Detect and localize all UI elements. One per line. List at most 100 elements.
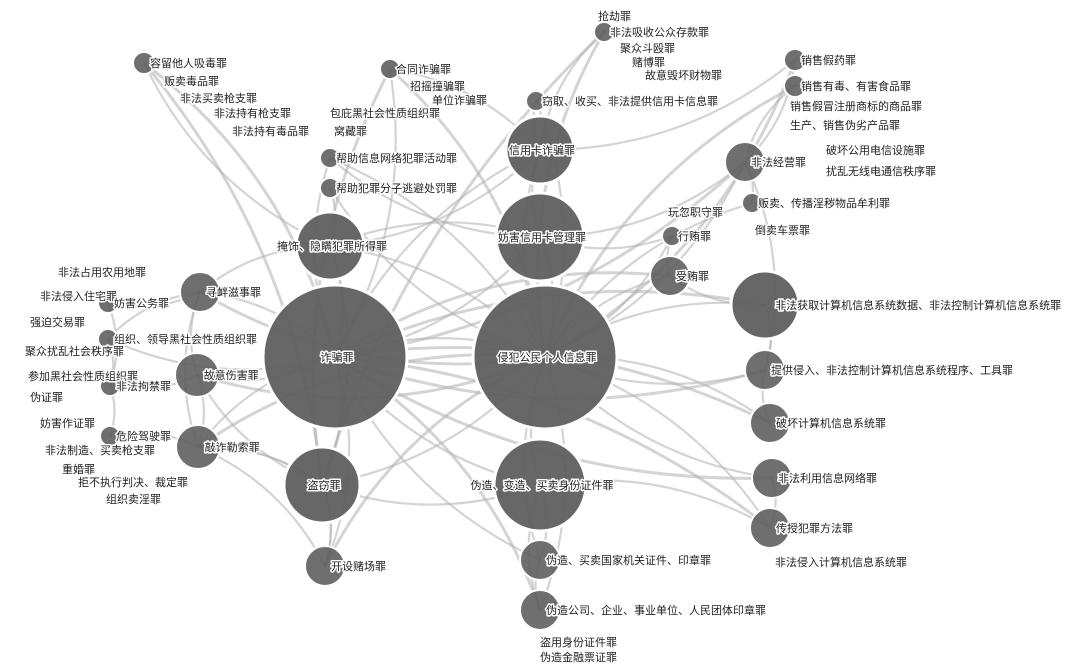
node-tigong-qinru[interactable] bbox=[744, 349, 786, 391]
label-shengchan-weilie: 生产、销售伪劣产品罪 bbox=[790, 118, 900, 132]
label-weizao-gongsi: 伪造公司、企业、事业单位、人民团体印章罪 bbox=[546, 603, 766, 617]
label-qiangjie: 抢劫罪 bbox=[598, 9, 631, 23]
label-feifa-zhanyong: 非法占用农用地罪 bbox=[58, 265, 146, 279]
label-feifa-zhizao-qiang: 非法制造、买卖枪支罪 bbox=[45, 443, 155, 457]
label-xiaoshou-jiamao: 销售假冒注册商标的商品罪 bbox=[790, 99, 922, 113]
label-raoluan-wuxian: 扰乱无线电通信秩序罪 bbox=[826, 164, 936, 178]
label-zuzhi-maiyin: 组织卖淫罪 bbox=[106, 492, 161, 506]
label-xinghui: 行贿罪 bbox=[678, 230, 711, 243]
label-daoqie: 盗窃罪 bbox=[308, 478, 341, 492]
label-fanmai-yinhui: 贩卖、传播淫秽物品牟利罪 bbox=[758, 196, 890, 210]
label-guyi-shanghai: 故意伤害罪 bbox=[204, 368, 259, 382]
node-xinghui[interactable] bbox=[661, 225, 683, 247]
node-chuanshou[interactable] bbox=[749, 507, 791, 549]
node-feifa-jujin[interactable] bbox=[99, 375, 121, 397]
label-feifa-maimai-qiang: 非法买卖枪支罪 bbox=[180, 91, 257, 105]
node-xiaoshou-jiayao[interactable] bbox=[783, 48, 807, 72]
node-weixian-jiashi[interactable] bbox=[99, 425, 121, 447]
label-feifa-xishou: 非法吸收公众存款罪 bbox=[610, 25, 709, 39]
label-xiaoshou-jiayao: 销售假药罪 bbox=[801, 53, 856, 67]
label-daoyong-shenfen: 盗用身份证件罪 bbox=[540, 635, 617, 649]
label-yanshi: 掩饰、隐瞒犯罪所得罪 bbox=[277, 239, 387, 253]
node-fanmai-yinhui[interactable] bbox=[741, 192, 763, 214]
label-wanhu: 玩忽职守罪 bbox=[668, 205, 723, 219]
node-xiaoshou-youdu[interactable] bbox=[783, 74, 807, 98]
node-zuzhi-lingdao-hei[interactable] bbox=[97, 328, 119, 350]
node-weizao-guojia[interactable] bbox=[519, 539, 561, 581]
node-shouhui[interactable] bbox=[649, 255, 691, 297]
label-feifa-chiyou-qiang: 非法持有枪支罪 bbox=[214, 106, 291, 120]
node-qiequ-xinyongka[interactable] bbox=[525, 90, 547, 112]
label-daomai-chepiao: 倒卖车票罪 bbox=[755, 223, 810, 237]
node-rongliu-xidu[interactable] bbox=[132, 51, 156, 75]
label-xinyongka-zhapian: 信用卡诈骗罪 bbox=[509, 143, 575, 157]
label-baobi-hei: 包庇黑社会性质组织罪 bbox=[330, 106, 440, 120]
label-bangzhu-xinxi: 帮助信息网络犯罪活动罪 bbox=[336, 151, 457, 165]
label-canjia-hei: 参加黑社会性质组织罪 bbox=[28, 369, 138, 383]
node-bangzhu-taobi[interactable] bbox=[319, 177, 341, 199]
label-feifa-jingying: 非法经营罪 bbox=[751, 155, 806, 169]
label-chuanshou: 传授犯罪方法罪 bbox=[776, 521, 853, 535]
label-qiequ-xinyongka: 窃取、收买、非法提供信用卡信息罪 bbox=[542, 94, 718, 108]
label-feifa-chiyou-dupin: 非法持有毒品罪 bbox=[232, 124, 309, 138]
edges-layer bbox=[106, 30, 797, 612]
node-yanshi[interactable] bbox=[294, 210, 366, 282]
label-danwei-zhapian: 单位诈骗罪 bbox=[432, 93, 487, 107]
node-xinyongka-zhapian[interactable] bbox=[504, 114, 576, 186]
label-bangzhu-taobi: 帮助犯罪分子逃避处罚罪 bbox=[336, 181, 457, 195]
label-jubu-zhixing: 拒不执行判决、裁定罪 bbox=[78, 475, 188, 489]
label-fanghai-gongwu: 妨害公务罪 bbox=[114, 296, 169, 310]
node-feifa-jingying[interactable] bbox=[724, 141, 766, 183]
node-fanghai-gongwu[interactable] bbox=[97, 292, 119, 314]
node-weizao-shenfen[interactable] bbox=[492, 437, 588, 533]
label-pohuai-dianxin: 破坏公用电信设施罪 bbox=[826, 143, 925, 157]
node-guyi-shanghai[interactable] bbox=[174, 352, 220, 398]
edge bbox=[743, 160, 777, 372]
label-feifa-qinru-zhuzhai: 非法侵入住宅罪 bbox=[40, 289, 117, 303]
nodes-layer bbox=[97, 21, 807, 631]
node-daoqie[interactable] bbox=[282, 445, 362, 525]
node-zhapian[interactable] bbox=[261, 283, 409, 431]
label-pohuai-jisuanji: 破坏计算机信息系统罪 bbox=[776, 416, 886, 430]
label-feifa-huoqu: 非法获取计算机信息系统数据、非法控制计算机信息系统罪 bbox=[775, 298, 1061, 312]
node-weizao-gongsi[interactable] bbox=[519, 589, 561, 631]
node-bangzhu-xinxi[interactable] bbox=[319, 147, 341, 169]
edge bbox=[538, 58, 797, 152]
label-weizao-jinrong: 伪造金融票证罪 bbox=[540, 650, 617, 664]
label-weixian-jiashi: 危险驾驶罪 bbox=[116, 429, 171, 443]
label-weizao-shenfen: 伪造、变造、买卖身份证件罪 bbox=[471, 478, 614, 492]
label-zhapian: 诈骗罪 bbox=[321, 350, 354, 364]
label-guyi-huihuai: 故意毁坏财物罪 bbox=[645, 68, 722, 82]
label-hetong-zhapian: 合同诈骗罪 bbox=[396, 62, 451, 76]
node-feifa-liyong[interactable] bbox=[751, 457, 793, 499]
label-weizao-guojia: 伪造、买卖国家机关证件、印章罪 bbox=[546, 553, 711, 567]
label-weizheng: 伪证罪 bbox=[30, 391, 63, 404]
label-feifa-qinru: 非法侵入计算机信息系统罪 bbox=[775, 555, 907, 569]
node-kaishe-duchang[interactable] bbox=[304, 545, 346, 587]
label-rongliu-xidu: 容留他人吸毒罪 bbox=[150, 56, 227, 70]
label-fanghai-zuozheng: 妨害作证罪 bbox=[40, 416, 95, 430]
node-feifa-xishou[interactable] bbox=[593, 21, 615, 43]
label-qiangpo-jiaoyi: 强迫交易罪 bbox=[30, 315, 85, 329]
label-juzhong-raoluan: 聚众扰乱社会秩序罪 bbox=[25, 344, 124, 358]
label-zhaoyao: 招摇撞骗罪 bbox=[410, 79, 465, 93]
node-pohuai-jisuanji[interactable] bbox=[749, 402, 791, 444]
label-kaishe-duchang: 开设赌场罪 bbox=[331, 559, 386, 573]
node-feifa-huoqu[interactable] bbox=[729, 269, 801, 341]
label-zuzhi-lingdao-hei: 组织、领导黑社会性质组织罪 bbox=[114, 332, 257, 346]
node-xunxin[interactable] bbox=[179, 271, 221, 313]
label-qinfan-geren: 侵犯公民个人信息罪 bbox=[498, 350, 597, 364]
node-hetong-zhapian[interactable] bbox=[379, 58, 401, 80]
label-fanmai-dupin: 贩卖毒品罪 bbox=[164, 75, 219, 88]
node-qiaozha[interactable] bbox=[175, 424, 221, 470]
label-shouhui: 受贿罪 bbox=[676, 270, 709, 283]
label-feifa-liyong: 非法利用信息网络罪 bbox=[778, 471, 877, 485]
label-xunxin: 寻衅滋事罪 bbox=[206, 286, 261, 299]
node-qinfan-geren[interactable] bbox=[471, 283, 619, 431]
label-fanghai-xinyongka: 妨害信用卡管理罪 bbox=[498, 230, 586, 244]
label-juzhong-dou: 聚众斗殴罪 bbox=[620, 42, 675, 55]
node-fanghai-xinyongka[interactable] bbox=[494, 191, 586, 283]
label-dubo: 赌博罪 bbox=[632, 55, 665, 69]
